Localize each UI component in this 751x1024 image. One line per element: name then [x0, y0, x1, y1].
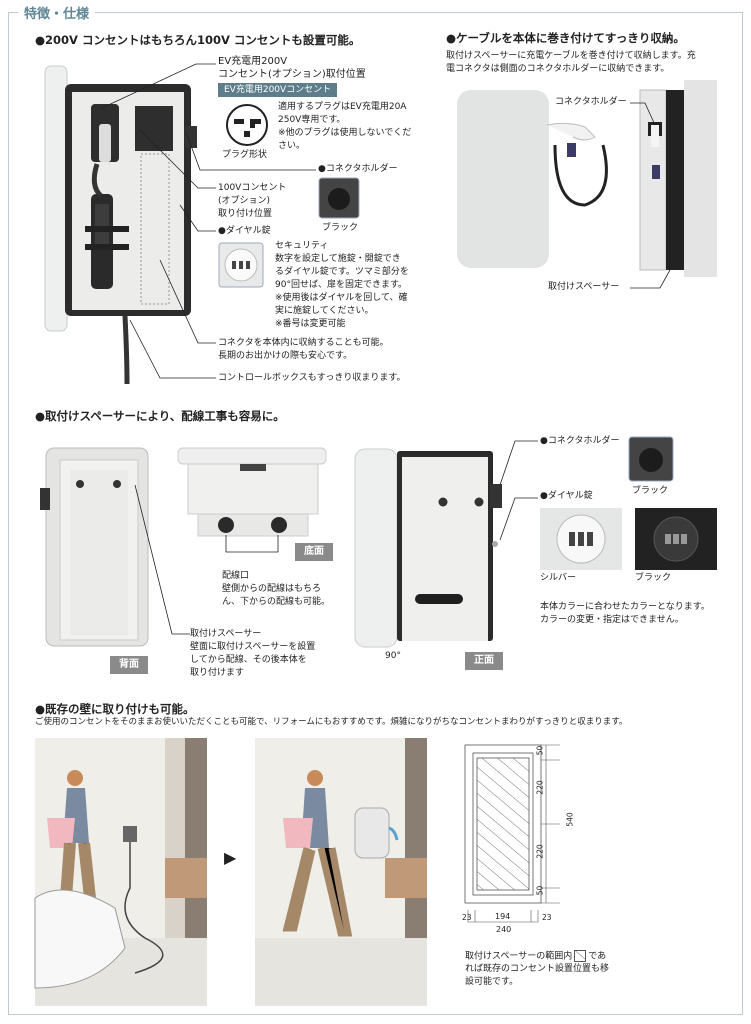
wiring-3: ん、下からの配線も可能。: [222, 597, 331, 607]
illustration-before: [34, 738, 207, 1006]
front-badge: 正面: [465, 652, 503, 670]
angle-label: 90°: [385, 651, 401, 661]
dim-v-4: 220: [535, 844, 545, 859]
plug-note-1: 適用するプラグはEV充電用20A: [278, 102, 407, 112]
holder-title: ●コネクタホルダー: [318, 164, 398, 174]
spacer-3: してから配線、その後本体を: [190, 655, 307, 665]
control-box-text: コントロールボックスもすっきり収まります。: [218, 373, 406, 383]
connector-store-1: コネクタを本体内に収納することも可能。: [218, 338, 389, 348]
spacer-label: 取付けスペーサー: [548, 282, 620, 292]
back-view-photo: [40, 447, 149, 647]
section4-desc: ご使用のコンセントをそのままお使いいただくことも可能で、リフォームにもおすすめで…: [35, 717, 628, 727]
section4-heading: ●既存の壁に取り付けも可能。: [35, 702, 195, 716]
leader-lines-section3: [134, 440, 538, 635]
dial-text-5: ※使用後はダイヤルを回して、確: [275, 293, 408, 303]
dim-h-1: 23: [462, 913, 472, 922]
dial-text-4: 90°回せば、扉を固定できます。: [275, 280, 408, 290]
spacer-dimension-diagram: [464, 744, 560, 923]
plug-note-4: さい。: [278, 141, 306, 151]
dial-black-photo: [635, 508, 717, 570]
front-view-photo: [354, 448, 502, 648]
section2-heading: ●ケーブルを本体に巻き付けてすっきり収納。: [446, 31, 685, 45]
illustration-after: [255, 738, 427, 1006]
outlet100-2: (オプション): [218, 196, 271, 206]
color-note-1: 本体カラーに合わせたカラーとなります。: [540, 602, 710, 612]
dim-v-2: 220: [535, 780, 545, 795]
plug-caption: プラグ形状: [222, 150, 268, 160]
cabinet-open-photo: [44, 65, 197, 385]
dial-silver-label: シルバー: [540, 573, 577, 583]
section2-desc-1: 取付けスペーサーに充電ケーブルを巻き付けて収納します。充: [446, 51, 696, 61]
dial-text-3: るダイヤル錠です。ツマミ部分を: [275, 267, 409, 277]
dial-black-label: ブラック: [635, 573, 672, 583]
connector-holder-photo-2: [628, 436, 674, 482]
ev-label-1: EV充電用200V: [218, 56, 288, 67]
ev-label-2: コンセント(オプション)取付位置: [218, 69, 366, 80]
caption-1: 取付けスペーサーの範囲内 であ: [465, 950, 606, 964]
bottom-view-photo: [177, 447, 327, 537]
dial-title-2: ●ダイヤル錠: [540, 491, 593, 501]
outlet100-1: 100Vコンセント: [218, 183, 287, 193]
dial-text-1: セキュリティ: [275, 241, 329, 251]
arrow-right-icon: ▶: [224, 848, 237, 867]
spacer-1: 取付けスペーサー: [190, 629, 262, 639]
outlet100-3: 取り付け位置: [218, 209, 273, 219]
section3-heading: ●取付けスペーサーにより、配線工事も容易に。: [35, 409, 285, 423]
wiring-2: 壁側からの配線はもちろ: [222, 584, 322, 594]
dim-h-3: 23: [542, 913, 552, 922]
spacer-2: 壁面に取付けスペーサーを設置: [190, 642, 316, 652]
holder-title-2: ●コネクタホルダー: [540, 436, 620, 446]
dim-h-2: 194: [495, 912, 511, 921]
caption-3: 設可能です。: [465, 977, 519, 987]
wiring-1: 配線口: [222, 571, 250, 581]
spacer-4: 取り付けます: [190, 668, 245, 678]
leader-lines-section2: [630, 102, 671, 289]
dim-v-1: 50: [535, 745, 545, 756]
dim-v-3: 540: [565, 812, 575, 827]
plug-note-2: 250V専用です。: [278, 115, 346, 125]
holder-color: ブラック: [322, 223, 359, 233]
hatch-legend-icon: [574, 950, 587, 962]
color-note-2: カラーの変更・指定はできません。: [540, 615, 684, 625]
connector-holder-photo: [318, 177, 360, 219]
dial-title: ●ダイヤル錠: [218, 226, 271, 236]
connector-store-2: 長期のお出かけの際も安心です。: [218, 351, 353, 361]
dial-silver-photo: [540, 508, 622, 570]
holder-color-2: ブラック: [632, 486, 669, 496]
section1-heading: ●200V コンセントはもちろん100V コンセントも設置可能。: [35, 33, 361, 47]
frame-title: 特徴・仕様: [18, 3, 96, 22]
page-frame: [8, 12, 743, 1015]
dial-text-7: ※番号は変更可能: [275, 319, 346, 329]
leader-lines-section1: [101, 63, 316, 379]
dim-v-5: 50: [535, 885, 545, 896]
bottom-badge: 底面: [295, 543, 333, 561]
dim-h-total: 240: [496, 925, 512, 934]
plug-shape-icon: [226, 104, 268, 146]
back-badge: 背面: [110, 656, 148, 674]
caption-1a: 取付けスペーサーの範囲内: [465, 951, 573, 962]
caption-2: れば既存のコンセント設置位置も移: [465, 964, 610, 974]
caption-1b: であ: [588, 951, 607, 962]
dial-text-2: 数字を設定して施錠・開錠でき: [275, 254, 401, 264]
holder-label: コネクタホルダー: [555, 97, 627, 107]
section2-desc-2: 電コネクタは側面のコネクタホルダーに収納できます。: [446, 64, 670, 74]
ev-outlet-badge: EV充電用200Vコンセント: [218, 83, 338, 97]
dial-lock-photo: [218, 242, 264, 288]
dial-text-6: 実に施錠してください。: [275, 306, 374, 316]
plug-note-3: ※他のプラグは使用しないでくだ: [278, 128, 412, 138]
